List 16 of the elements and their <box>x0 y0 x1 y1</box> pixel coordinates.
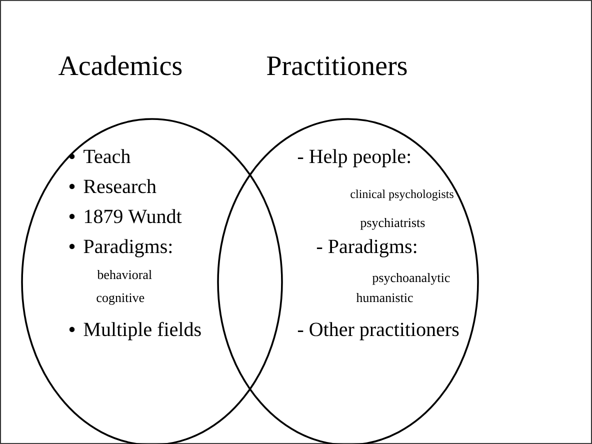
list-text: psychiatrists <box>360 218 425 230</box>
list-text: cognitive <box>96 293 144 305</box>
list-text: - Paradigms: <box>316 239 416 258</box>
bullet-item: Paradigms: <box>69 239 172 258</box>
list-text: humanistic <box>356 292 413 302</box>
list-text: - Other practitioners <box>298 322 459 340</box>
bullet-item: 1879 Wundt <box>69 209 182 224</box>
list-text: clinical psychologists <box>350 190 454 201</box>
bullet-item: Multiple fields <box>69 322 201 340</box>
bullet-item: Teach <box>69 149 130 164</box>
list-text: behavioral <box>97 270 152 280</box>
list-text: - Help people: <box>298 149 410 168</box>
heading: Academics <box>58 56 182 76</box>
bullet-item: Research <box>69 179 156 194</box>
heading: Practitioners <box>267 56 407 76</box>
list-text: psychoanalytic <box>372 272 450 285</box>
